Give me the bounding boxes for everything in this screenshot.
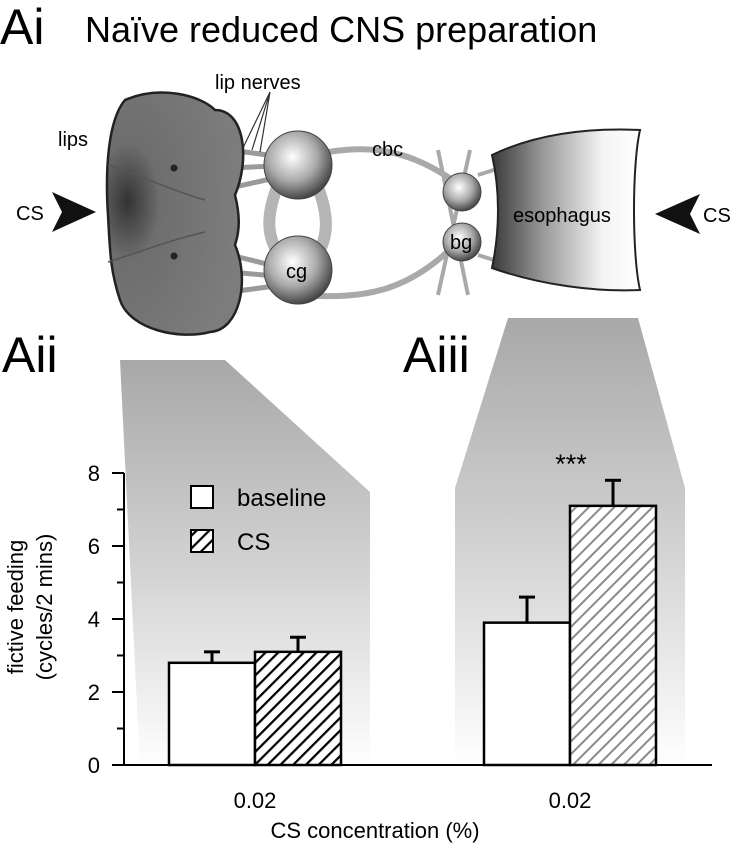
buccal-ganglion-top — [442, 172, 482, 212]
label-cg: cg — [286, 261, 307, 283]
lips-folds — [107, 164, 206, 263]
figure-title: Naïve reduced CNS preparation — [85, 9, 597, 50]
legend-label-cs: CS — [237, 529, 270, 556]
bar-CS-0 — [253, 650, 343, 767]
y-tick-label-2: 2 — [88, 680, 100, 705]
label-cs-right: CS — [703, 205, 731, 227]
cs-arrow-left-icon — [52, 192, 96, 232]
legend: baseline CS — [190, 485, 326, 556]
cerebral-ganglion-bottom — [263, 235, 333, 305]
bar-baseline-1 — [482, 621, 572, 767]
label-lips: lips — [58, 129, 88, 151]
y-tick-label-6: 6 — [88, 534, 100, 559]
cs-arrow-right-icon — [655, 194, 700, 234]
y-tick-label-4: 4 — [88, 607, 100, 632]
label-cbc: cbc — [372, 139, 403, 161]
legend-swatch-baseline — [190, 485, 214, 509]
legend-label-baseline: baseline — [237, 485, 326, 512]
bar-CS-1 — [568, 504, 658, 767]
cns-diagram: lip nerves lips cbc CS CS esophagus bg c… — [16, 72, 731, 336]
buccal-nerves — [436, 149, 472, 296]
lips-mark-lower — [170, 252, 178, 260]
cerebral-ganglion-top — [263, 130, 333, 200]
panel-label-ai: Ai — [0, 0, 44, 55]
label-lip-nerves: lip nerves — [215, 72, 301, 94]
bars — [167, 478, 658, 767]
y-ticks: 0 2 4 6 8 — [88, 461, 124, 778]
y-axis-label-line2: (cycles/2 mins) — [32, 534, 57, 681]
significance-annotation: *** — [555, 449, 587, 479]
label-cs-left: CS — [16, 203, 44, 225]
legend-swatch-cs — [190, 529, 214, 553]
esophagus-tissue — [490, 128, 642, 292]
lips-tissue — [105, 91, 245, 336]
label-bg: bg — [450, 232, 472, 254]
x-tick-label-0: 0.02 — [234, 788, 277, 813]
panel-label-aiii: Aiii — [403, 327, 470, 383]
lips-mark-upper — [170, 164, 178, 172]
x-axis-label: CS concentration (%) — [270, 818, 479, 843]
x-tick-label-1: 0.02 — [549, 788, 592, 813]
panel-label-aii: Aii — [2, 327, 58, 383]
y-tick-label-0: 0 — [88, 753, 100, 778]
y-axis-label-line1: fictive feeding — [3, 540, 28, 675]
buccal-ganglion-bottom — [442, 222, 482, 262]
bar-baseline-0 — [167, 661, 257, 767]
cbc-connective-bottom — [299, 237, 463, 300]
y-tick-label-8: 8 — [88, 461, 100, 486]
lip-nerves-pointer — [241, 91, 271, 153]
label-esophagus: esophagus — [513, 205, 611, 227]
